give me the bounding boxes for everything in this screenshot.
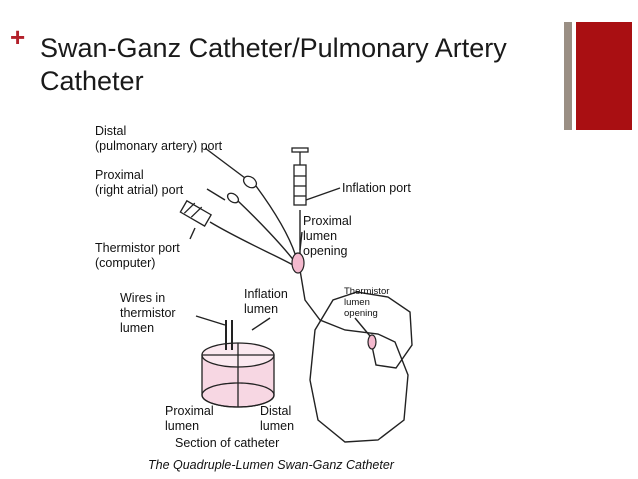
catheter-section-icon	[201, 320, 275, 408]
label-wires-in-thermistor-lumen: Wires in thermistor lumen	[120, 291, 176, 335]
leader-inflation-lumen	[251, 317, 271, 331]
accent-bar-gray	[564, 22, 572, 130]
label-inflation-port: Inflation port	[342, 181, 411, 195]
leader-inflation-port	[305, 187, 341, 201]
label-thermistor-lumen-opening: Thermistor lumen opening	[344, 286, 390, 319]
label-proximal-lumen-opening: Proximal lumen opening	[303, 214, 352, 258]
syringe-icon	[291, 147, 309, 206]
catheter-body	[299, 269, 413, 443]
leader-prox-lumen-opening	[299, 231, 303, 251]
diagram-caption: The Quadruple-Lumen Swan-Ganz Catheter	[148, 458, 394, 472]
label-section-of-catheter: Section of catheter	[175, 436, 280, 450]
proximal-port-connector-icon	[226, 192, 240, 204]
leader-wires	[195, 315, 226, 326]
distal-port-connector-icon	[242, 175, 258, 189]
label-thermistor-port: Thermistor port (computer)	[95, 241, 180, 270]
leader-distal-port	[204, 147, 246, 179]
distal-port-lead	[255, 185, 298, 261]
label-proximal-port: Proximal (right atrial) port	[95, 168, 184, 197]
label-proximal-lumen: Proximal lumen	[165, 404, 214, 433]
thermistor-port-connector-icon	[179, 199, 213, 227]
bullet-plus-icon: +	[10, 22, 26, 52]
slide-title: Swan-Ganz Catheter/Pulmonary Artery Cath…	[40, 33, 507, 96]
proximal-port-lead	[237, 200, 296, 263]
label-inflation-lumen: Inflation lumen	[244, 287, 288, 316]
thermistor-port-lead	[209, 221, 294, 266]
label-distal-port: Distal (pulmonary artery) port	[95, 124, 223, 153]
leader-thermistor-port	[189, 227, 196, 240]
label-distal-lumen: Distal lumen	[260, 404, 295, 433]
balloon-tip	[367, 334, 377, 350]
leader-therm-lumen-opening	[354, 317, 371, 337]
leader-proximal-port	[206, 188, 226, 201]
accent-bar-red	[576, 22, 632, 130]
catheter-hub	[291, 252, 305, 274]
